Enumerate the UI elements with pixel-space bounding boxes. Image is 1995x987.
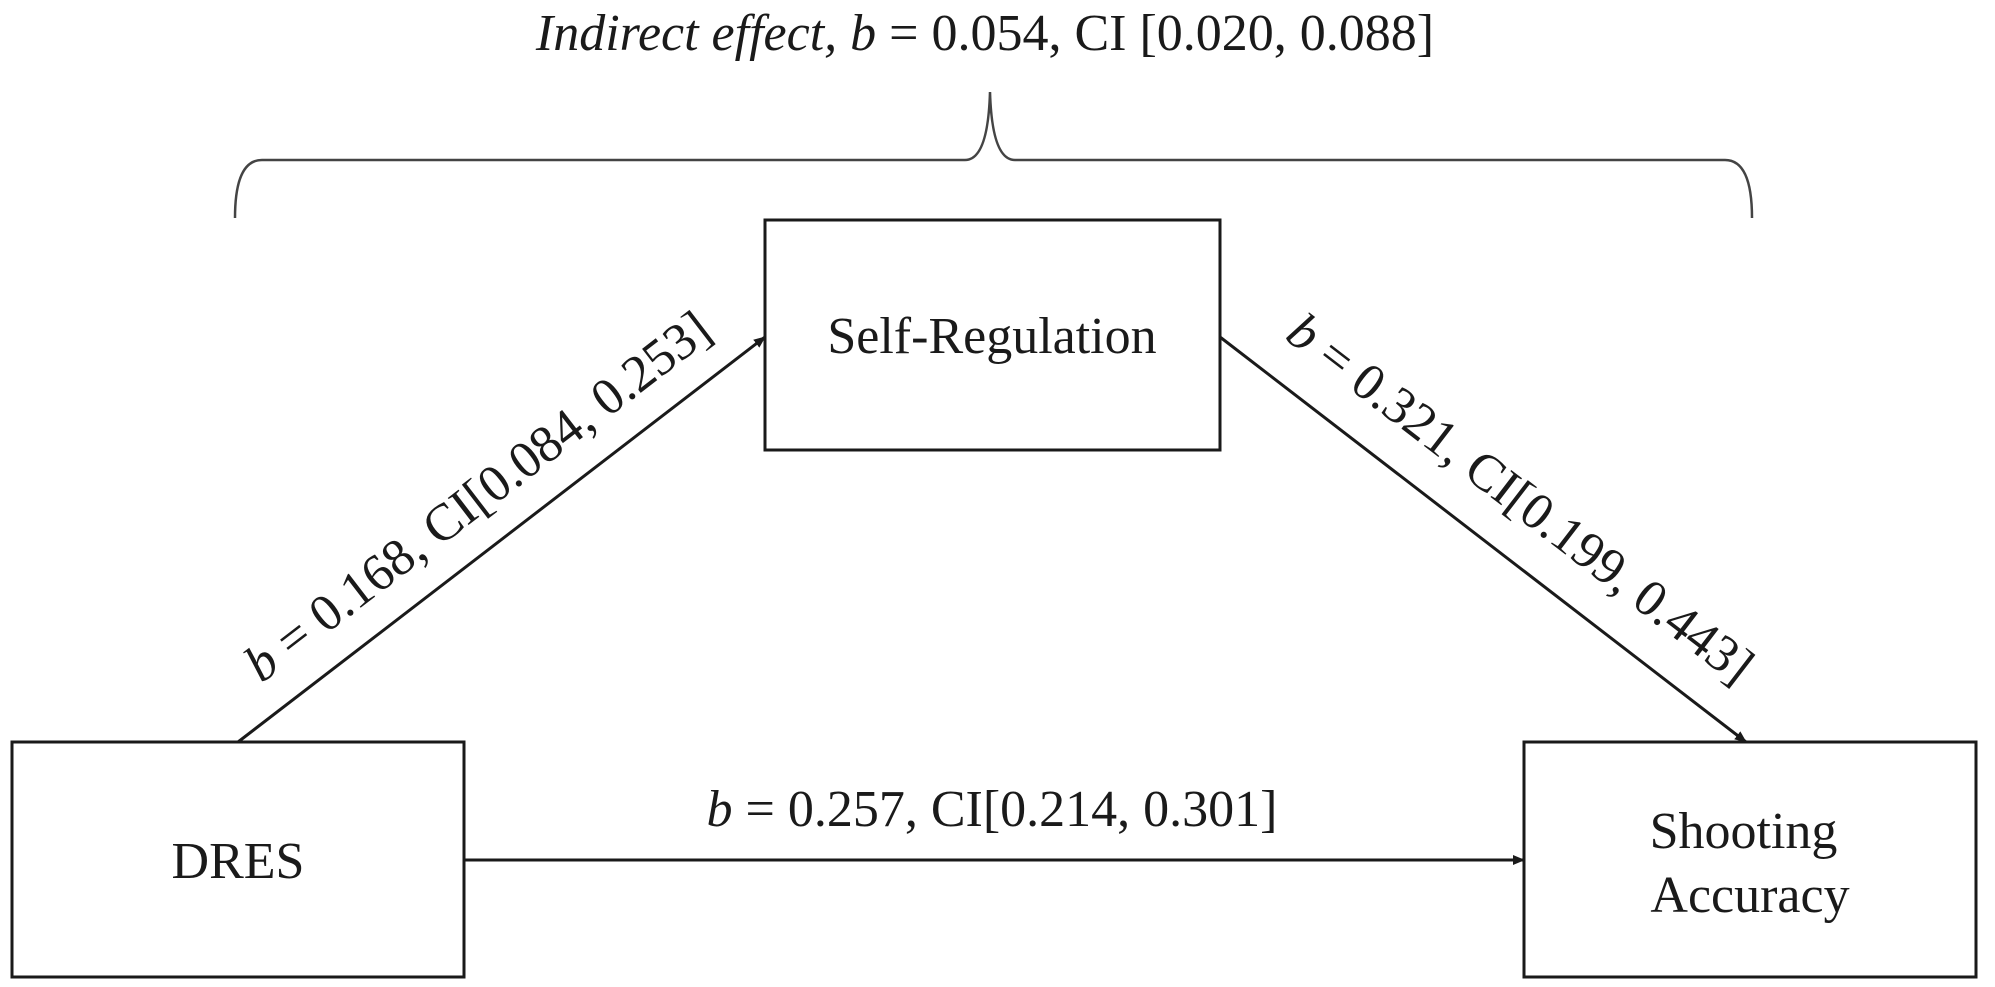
path-label-dres-to-shooting: b = 0.257, CI[0.214, 0.301] bbox=[707, 781, 1278, 838]
shooting-accuracy-node bbox=[1522, 740, 1978, 979]
dres-node bbox=[10, 740, 466, 979]
path-label-dres-to-self-regulation: b = 0.168, CI[0.084, 0.253] bbox=[234, 301, 722, 694]
indirect-effect-brace bbox=[233, 91, 1754, 219]
path-b-text: = 0.321, CI[0.199, 0.443] bbox=[1297, 318, 1764, 695]
self-regulation-label: Self-Regulation bbox=[827, 308, 1156, 365]
path-a-text: = 0.168, CI[0.084, 0.253] bbox=[255, 301, 722, 678]
path-c-b-symbol: b bbox=[707, 781, 733, 838]
edge-dres-to-self-regulation bbox=[237, 335, 766, 744]
dres-label: DRES bbox=[172, 833, 305, 890]
shooting-accuracy-line1: Shooting bbox=[1650, 803, 1838, 860]
indirect-effect-label: Indirect effect, b = 0.054, CI [0.020, 0… bbox=[535, 5, 1434, 62]
edge-self-regulation-to-shooting bbox=[1219, 335, 1747, 744]
path-c-text: = 0.257, CI[0.214, 0.301] bbox=[733, 781, 1278, 838]
indirect-effect-value: = 0.054, CI [0.020, 0.088] bbox=[876, 5, 1434, 62]
path-label-self-regulation-to-shooting: b = 0.321, CI[0.199, 0.443] bbox=[1276, 303, 1764, 696]
indirect-effect-italic: Indirect effect, bbox=[535, 5, 850, 62]
shooting-accuracy-line2: Accuracy bbox=[1650, 867, 1849, 924]
shooting-accuracy-label: Shooting Accuracy bbox=[1650, 803, 1851, 924]
indirect-effect-b-symbol: b bbox=[850, 5, 876, 62]
self-regulation-node bbox=[763, 218, 1222, 452]
